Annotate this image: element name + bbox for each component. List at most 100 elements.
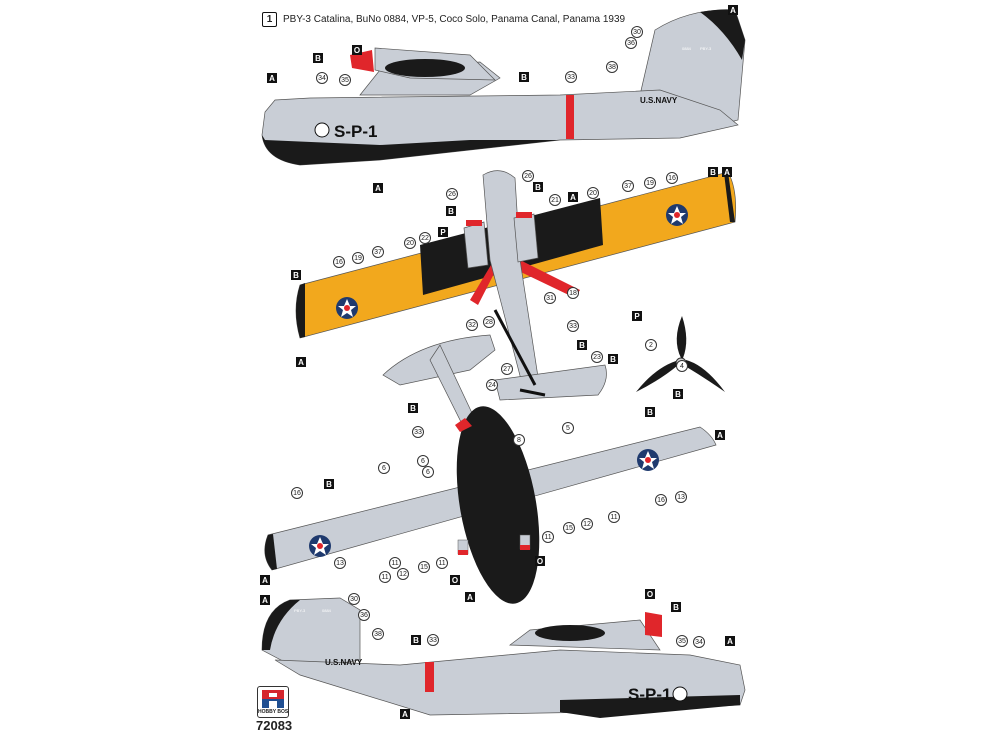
tail-serial-port: 0884 xyxy=(682,46,692,51)
side-view-starboard: S-P-1 U.S.NAVY PBY-3 0884 xyxy=(261,597,746,718)
color-callout: O xyxy=(450,575,460,585)
decal-callout: 24 xyxy=(486,379,498,391)
decal-callout: 5 xyxy=(562,422,574,434)
navy-text-port: U.S.NAVY xyxy=(640,96,678,105)
color-callout: B xyxy=(673,389,683,399)
brand-name: HOBBY BOSS xyxy=(258,709,289,715)
decal-callout: 11 xyxy=(542,531,554,543)
decal-callout: 16 xyxy=(666,172,678,184)
color-callout: B xyxy=(671,602,681,612)
color-callout: B xyxy=(608,354,618,364)
color-callout: B xyxy=(519,72,529,82)
decal-callout: 8 xyxy=(513,434,525,446)
decal-callout: 35 xyxy=(676,635,688,647)
color-callout: A xyxy=(260,575,270,585)
color-callout: O xyxy=(535,556,545,566)
propeller-detail xyxy=(636,316,725,392)
decal-callout: 15 xyxy=(563,522,575,534)
color-callout: A xyxy=(725,636,735,646)
decal-callout: 11 xyxy=(389,557,401,569)
decal-callout: 18 xyxy=(567,287,579,299)
navy-text-starboard: U.S.NAVY xyxy=(325,658,363,667)
decal-callout: 27 xyxy=(501,363,513,375)
decal-callout: 36 xyxy=(358,609,370,621)
color-callout: B xyxy=(291,270,301,280)
decal-callout: 26 xyxy=(446,188,458,200)
color-callout: B xyxy=(446,206,456,216)
decal-callout: 38 xyxy=(372,628,384,640)
decal-callout: 11 xyxy=(608,511,620,523)
decal-callout: 11 xyxy=(436,557,448,569)
decal-callout: 13 xyxy=(675,491,687,503)
color-callout: B xyxy=(577,340,587,350)
color-callout: B xyxy=(324,479,334,489)
color-callout: B xyxy=(708,167,718,177)
scheme-title-row: 1 PBY-3 Catalina, BuNo 0884, VP-5, Coco … xyxy=(262,12,625,27)
color-callout: B xyxy=(313,53,323,63)
decal-callout: 12 xyxy=(397,568,409,580)
decal-callout: 33 xyxy=(567,320,579,332)
decal-callout: 16 xyxy=(655,494,667,506)
color-callout: A xyxy=(267,73,277,83)
decal-callout: 38 xyxy=(606,61,618,73)
color-callout: A xyxy=(722,167,732,177)
decal-callout: 30 xyxy=(348,593,360,605)
color-callout: A xyxy=(568,192,578,202)
tail-code-starboard: PBY-3 xyxy=(294,608,306,613)
color-callout: O xyxy=(352,45,362,55)
scheme-title: PBY-3 Catalina, BuNo 0884, VP-5, Coco So… xyxy=(283,14,626,25)
kit-number: 72083 xyxy=(256,718,293,733)
decal-callout: 28 xyxy=(483,316,495,328)
hobby-boss-logo: HOBBY BOSS xyxy=(257,686,289,718)
color-callout: B xyxy=(533,182,543,192)
color-callout: B xyxy=(645,407,655,417)
decal-callout: 22 xyxy=(419,232,431,244)
color-callout: A xyxy=(715,430,725,440)
decal-callout: 36 xyxy=(625,37,637,49)
color-callout: B xyxy=(411,635,421,645)
decal-callout: 15 xyxy=(418,561,430,573)
decal-callout: 19 xyxy=(352,252,364,264)
decal-callout: 30 xyxy=(631,26,643,38)
side-view-port: S-P-1 U.S.NAVY 0884 PBY-3 xyxy=(261,9,746,166)
decal-callout: 13 xyxy=(334,557,346,569)
tail-unit-view xyxy=(382,334,496,441)
color-callout: P xyxy=(632,311,642,321)
tail-code-port: PBY-3 xyxy=(700,46,712,51)
decal-callout: 6 xyxy=(417,455,429,467)
color-callout: A xyxy=(373,183,383,193)
scheme-number-badge: 1 xyxy=(262,12,277,27)
decal-callout: 20 xyxy=(404,237,416,249)
decal-callout: 35 xyxy=(339,74,351,86)
decal-callout: 33 xyxy=(427,634,439,646)
color-callout: A xyxy=(728,5,738,15)
decal-callout: 6 xyxy=(422,466,434,478)
decal-callout: 34 xyxy=(316,72,328,84)
fuselage-code-starboard: S-P-1 xyxy=(628,685,671,704)
decal-callout: 20 xyxy=(587,187,599,199)
decal-callout: 21 xyxy=(549,194,561,206)
color-callout: A xyxy=(260,595,270,605)
color-callout: A xyxy=(296,357,306,367)
decal-callout: 37 xyxy=(372,246,384,258)
decal-callout: 6 xyxy=(378,462,390,474)
decal-callout: 34 xyxy=(693,636,705,648)
color-callout: A xyxy=(465,592,475,602)
decal-callout: 33 xyxy=(412,426,424,438)
fuselage-code-port: S-P-1 xyxy=(334,122,377,141)
color-callout: A xyxy=(400,709,410,719)
decal-callout: 32 xyxy=(466,319,478,331)
tail-serial-starboard: 0884 xyxy=(322,608,332,613)
decal-callout: 37 xyxy=(622,180,634,192)
bottom-view xyxy=(264,406,717,604)
decal-callout: 23 xyxy=(591,351,603,363)
decal-callout: 11 xyxy=(379,571,391,583)
color-callout: P xyxy=(438,227,448,237)
decal-callout: 19 xyxy=(644,177,656,189)
color-callout: B xyxy=(408,403,418,413)
decal-callout: 12 xyxy=(581,518,593,530)
decal-callout: 31 xyxy=(544,292,556,304)
decal-callout: 16 xyxy=(333,256,345,268)
decal-callout: 2 xyxy=(645,339,657,351)
